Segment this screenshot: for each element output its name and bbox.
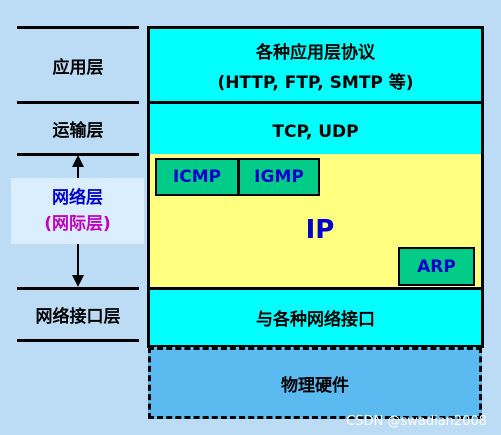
application-layer-box: 各种应用层协议 (HTTP, FTP, SMTP 等) <box>147 26 484 110</box>
arrow-up-icon <box>72 155 84 167</box>
physical-hardware-box: 物理硬件 <box>148 347 482 419</box>
divider-bottom <box>17 339 139 342</box>
network-layer-title: 网络层 <box>52 188 103 208</box>
transport-layer-box: TCP, UDP <box>147 101 484 162</box>
ip-label: IP <box>305 215 335 245</box>
interface-description: 与各种网络接口 <box>256 310 375 330</box>
igmp-box: IGMP <box>238 158 320 196</box>
transport-protocols: TCP, UDP <box>272 121 359 142</box>
application-protocols: 各种应用层协议 <box>256 43 375 63</box>
arrow-up-shaft <box>77 165 79 178</box>
physical-hardware-label: 物理硬件 <box>281 375 349 396</box>
arrow-down-icon <box>72 275 84 287</box>
application-protocols-list: (HTTP, FTP, SMTP 等) <box>217 73 414 93</box>
arrow-down-shaft <box>77 244 79 276</box>
icmp-box: ICMP <box>155 158 239 196</box>
label-transport-layer: 运输层 <box>52 121 104 141</box>
divider-top <box>17 26 139 29</box>
label-network-layer: 网络层 (网际层) <box>11 178 144 244</box>
network-layer-subtitle: (网际层) <box>44 214 111 234</box>
interface-layer-box: 与各种网络接口 <box>147 287 484 348</box>
arp-box: ARP <box>398 247 475 286</box>
divider-app-transport <box>17 101 139 104</box>
divider-network-interface <box>17 287 139 290</box>
watermark: CSDN @swadian2008 <box>346 414 487 429</box>
divider-transport-network <box>17 153 139 156</box>
label-application-layer: 应用层 <box>52 57 104 78</box>
label-interface-layer: 网络接口层 <box>35 307 121 327</box>
